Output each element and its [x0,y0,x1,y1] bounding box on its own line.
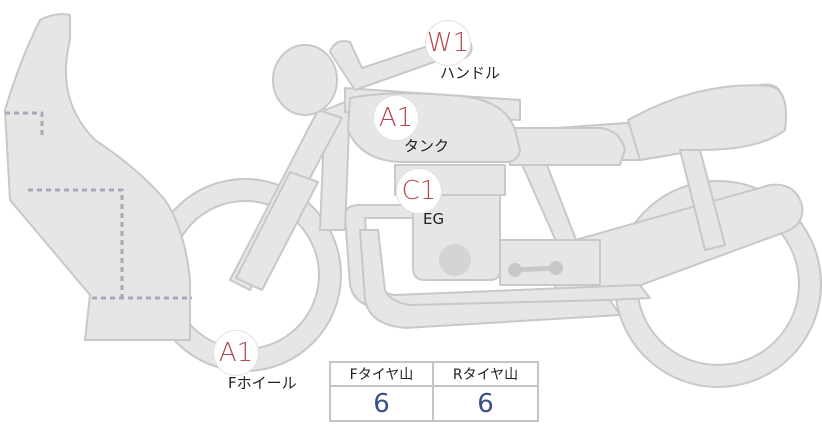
front-tread-value: 6 [331,387,434,420]
exhaust-pipe-bottom [359,229,621,329]
front-tread-header: Fタイヤ山 [331,363,434,387]
engine-cover [439,244,471,276]
rear-tread-header: Rタイヤ山 [434,363,537,387]
engine-label: EG [423,210,445,228]
tank-grade[interactable]: A1 [373,95,419,141]
tank-label: タンク [404,137,450,155]
tail-cowl [627,84,787,161]
seat [504,127,626,166]
engine-case [499,239,601,286]
cowl-panel-line-1 [5,111,44,135]
handle-label: ハンドル [440,64,501,82]
tire-tread-table: Fタイヤ山 Rタイヤ山 6 6 [329,361,539,422]
handle-grade[interactable]: W1 [425,20,471,66]
fork-tube-lower [235,171,319,291]
rear-shock [679,149,726,251]
engine-grade[interactable]: C1 [396,168,442,214]
headlight [272,44,338,116]
rear-tread-value: 6 [477,388,494,419]
cowl-panel-line-2 [28,188,124,298]
front-cowl [4,13,191,341]
front-wheel-label: Fホイール [228,374,297,392]
front-wheel-grade[interactable]: A1 [213,330,259,376]
rear-frame [519,159,581,251]
